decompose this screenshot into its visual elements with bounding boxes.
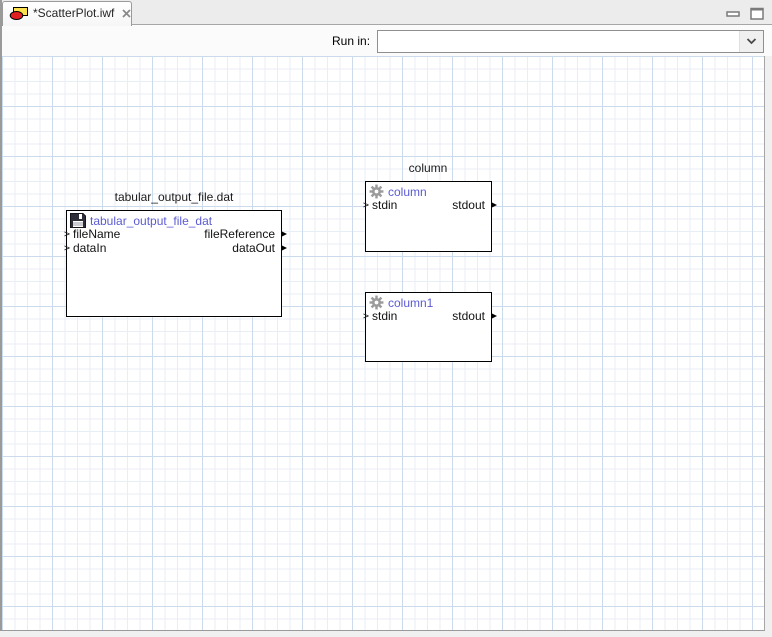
floppy-disk-icon <box>70 213 86 228</box>
maximize-button[interactable] <box>750 7 764 20</box>
tab-title: *ScatterPlot.iwf <box>33 6 115 20</box>
tab-strip: *ScatterPlot.iwf <box>2 0 772 26</box>
node-title: column <box>388 184 427 199</box>
chevron-down-icon <box>746 38 757 45</box>
input-port-stdin[interactable]: >stdin <box>363 198 398 212</box>
node-header: column <box>369 184 427 199</box>
node-ports: >stdin stdout <box>363 182 497 212</box>
output-arrow-icon <box>281 245 287 251</box>
output-port-fileReference[interactable]: fileReference <box>204 227 287 241</box>
workflow-file-icon <box>9 6 29 21</box>
output-arrow-icon <box>281 231 287 237</box>
input-port-stdin[interactable]: >stdin <box>363 309 398 323</box>
input-port-fileName[interactable]: >fileName <box>64 227 121 241</box>
view-left-border <box>0 0 2 631</box>
port-row: >stdin stdout <box>363 198 497 212</box>
input-arrow-icon: > <box>64 243 71 254</box>
input-arrow-icon: > <box>363 311 370 322</box>
port-row: >dataIn dataOut <box>64 241 287 255</box>
workflow-canvas[interactable]: tabular_output_file.dat tabular_output_f… <box>2 56 765 631</box>
input-arrow-icon: > <box>64 229 71 240</box>
node-column1[interactable]: column1 >stdin stdout <box>363 292 497 362</box>
gear-icon <box>369 184 384 199</box>
node-title: column1 <box>388 295 434 310</box>
output-port-dataOut[interactable]: dataOut <box>232 241 287 255</box>
port-row: >fileName fileReference <box>64 227 287 241</box>
node-column[interactable]: column >stdin stdout <box>363 181 497 252</box>
tab-scatterplot[interactable]: *ScatterPlot.iwf <box>2 1 132 26</box>
view-window-buttons <box>726 7 764 20</box>
minimize-button[interactable] <box>726 8 740 20</box>
output-port-stdout[interactable]: stdout <box>452 198 497 212</box>
node-ports: >stdin stdout <box>363 293 497 323</box>
run-in-combo[interactable] <box>377 30 764 53</box>
node-label-tabular-output-file: tabular_output_file.dat <box>114 190 234 204</box>
node-label-column: column <box>408 161 448 175</box>
combo-dropdown-button[interactable] <box>739 31 763 52</box>
input-port-dataIn[interactable]: >dataIn <box>64 241 107 255</box>
output-arrow-icon <box>491 202 497 208</box>
close-icon[interactable] <box>121 8 132 19</box>
input-arrow-icon: > <box>363 200 370 211</box>
toolbar: Run in: <box>2 25 772 56</box>
output-port-stdout[interactable]: stdout <box>452 309 497 323</box>
node-ports: >fileName fileReference >dataIn dataOut <box>64 211 287 255</box>
run-in-label: Run in: <box>332 34 371 48</box>
output-arrow-icon <box>491 313 497 319</box>
node-header: tabular_output_file_dat <box>70 213 212 228</box>
node-tabular-output-file[interactable]: tabular_output_file_dat >fileName fileRe… <box>64 210 287 317</box>
node-title: tabular_output_file_dat <box>90 213 213 228</box>
port-row: >stdin stdout <box>363 309 497 323</box>
gear-icon <box>369 295 384 310</box>
node-header: column1 <box>369 295 433 310</box>
